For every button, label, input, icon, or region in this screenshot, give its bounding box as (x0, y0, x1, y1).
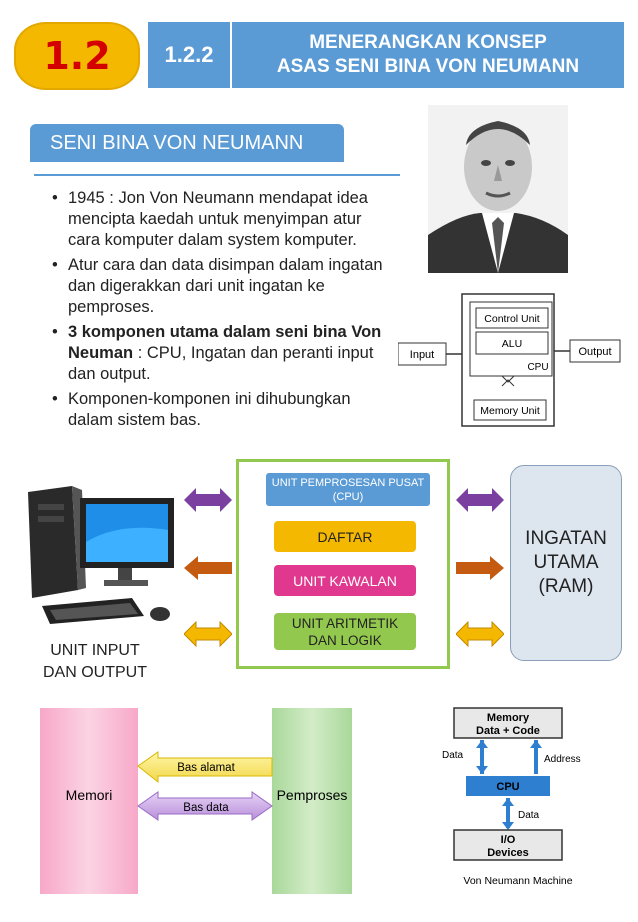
alu-line2: DAN LOGIK (308, 632, 382, 648)
output-label: Output (578, 346, 611, 358)
bidirectional-arrow (184, 621, 232, 647)
bas-data-label: Bas data (183, 802, 229, 814)
bullet-item: 3 komponen utama dalam seni bina Von Neu… (52, 322, 392, 385)
bullet-item: Komponen-komponen ini dihubungkan dalam … (52, 389, 392, 431)
ram-box: INGATAN UTAMA (RAM) (510, 465, 622, 661)
memory-line1: Memory (487, 712, 530, 724)
vn-cpu-label: CPU (496, 781, 519, 793)
von-neumann-machine-diagram: Memory Data + Code CPU Data Address Data… (442, 707, 581, 887)
memory-processor-bus-diagram: Memori Pemproses Bas alamat Bas data (40, 708, 352, 894)
input-label: Input (410, 349, 434, 361)
memory-unit-label: Memory Unit (480, 405, 540, 417)
page-title: MENERANGKAN KONSEP ASAS SENI BINA VON NE… (232, 22, 624, 88)
ram-line2: UTAMA (533, 552, 599, 573)
cpu-title-line2: (CPU) (332, 490, 364, 503)
section-divider (34, 174, 400, 176)
cpu-label: CPU (527, 362, 548, 373)
bullet-item: 1945 : Jon Von Neumann mendapat idea men… (52, 188, 392, 251)
io-line1: UNIT INPUT (50, 642, 140, 659)
control-unit-label: Control Unit (484, 313, 540, 325)
bidirectional-arrow (456, 488, 504, 512)
cpu-title-line1: UNIT PEMPROSESAN PUSAT (271, 476, 425, 489)
cpu-title-box: UNIT PEMPROSESAN PUSAT (CPU) (266, 473, 430, 506)
bas-alamat-label: Bas alamat (177, 762, 235, 774)
von-neumann-portrait (428, 105, 568, 273)
unit-kawalan-box: UNIT KAWALAN (274, 565, 416, 596)
section-label: SENI BINA VON NEUMANN (30, 124, 344, 162)
section-number-badge: 1.2 (14, 22, 140, 90)
memory-line2: Data + Code (476, 725, 540, 737)
vn-data-bottom: Data (518, 810, 540, 821)
io-line2: DAN OUTPUT (43, 664, 147, 681)
computer-icon (28, 486, 174, 624)
io-line1-vn: I/O (501, 834, 516, 846)
right-arrow (456, 556, 504, 580)
ram-line3: (RAM) (538, 576, 594, 597)
daftar-box: DAFTAR (274, 521, 416, 552)
left-arrow (184, 556, 232, 580)
alu-label: ALU (502, 338, 522, 350)
alu-line1: UNIT ARITMETIK (291, 615, 399, 631)
von-neumann-block-diagram: Input Output Control Unit ALU CPU Memory… (398, 293, 621, 427)
pemproses-label: Pemproses (277, 787, 348, 803)
subsection-number-text: 1.2.2 (164, 42, 214, 67)
bidirectional-arrow (456, 621, 504, 647)
io-unit-label: UNIT INPUT DAN OUTPUT (30, 640, 160, 684)
bullet-item: Atur cara dan data disimpan dalam ingata… (52, 255, 392, 318)
subsection-number: 1.2.2 (148, 22, 230, 88)
section-number: 1.2 (43, 34, 111, 78)
page-title-line1: MENERANGKAN KONSEP (309, 32, 547, 53)
vn-data-left: Data (442, 750, 464, 761)
vn-caption: Von Neumann Machine (463, 875, 572, 887)
bidirectional-arrow (184, 488, 232, 512)
page-title-line2: ASAS SENI BINA VON NEUMANN (276, 56, 580, 77)
cpu-frame (236, 459, 450, 669)
alu-box: UNIT ARITMETIK DAN LOGIK (274, 613, 416, 650)
ram-line1: INGATAN (525, 528, 607, 549)
vn-address: Address (544, 754, 581, 765)
memori-label: Memori (66, 787, 113, 803)
io-line2-vn: Devices (487, 847, 529, 859)
bullet-list: 1945 : Jon Von Neumann mendapat idea men… (52, 188, 392, 435)
